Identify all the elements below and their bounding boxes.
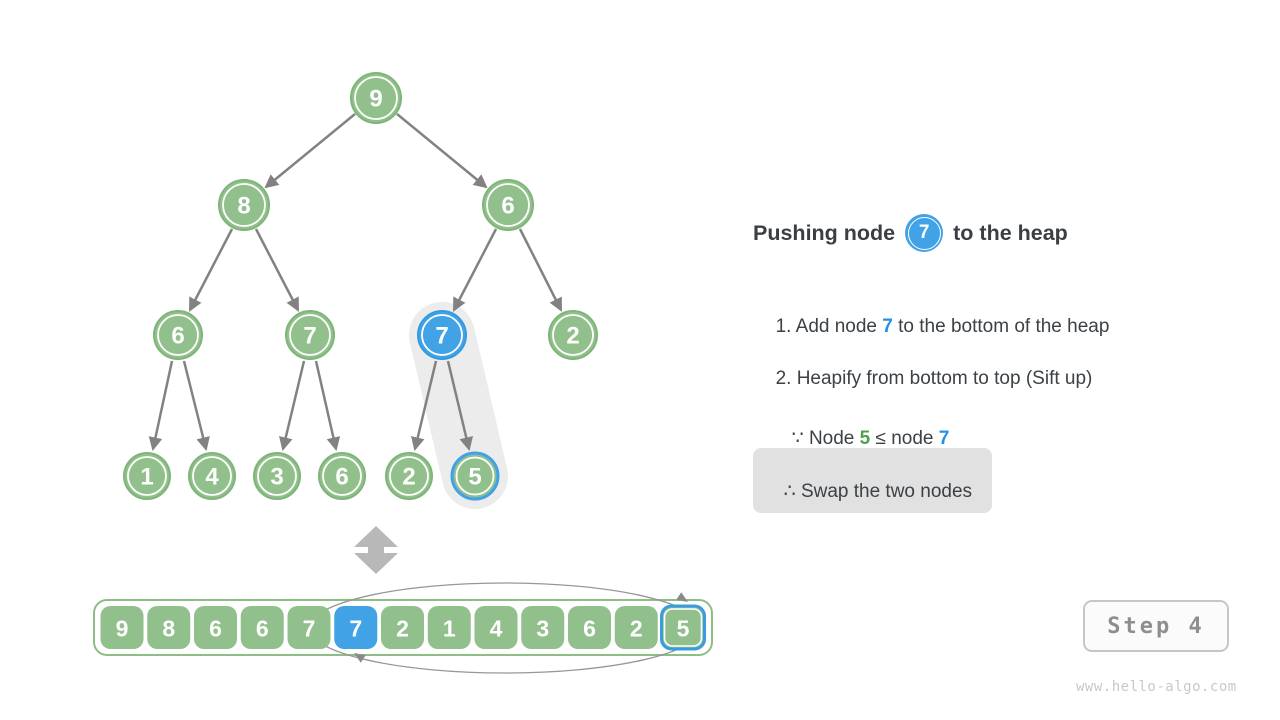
array-cell-6: 2 [381,606,424,649]
tree-node-7-highlighted: 7 [417,310,467,360]
array-cell-9: 3 [521,606,565,649]
title-node-value: 7 [918,222,930,243]
tree-node-value: 3 [270,464,283,491]
title-node-badge: 7 [905,214,944,252]
tree-node-value: 2 [402,464,415,491]
tree-edges [148,113,563,452]
title-suffix: to the heap [953,220,1068,245]
watermark: www.hello-algo.com [1076,679,1237,695]
tree-node-6-l3: 6 [153,310,203,360]
array-cell-value: 2 [396,616,409,642]
step-1-number: 1. [775,316,796,337]
tree-node-value: 6 [501,193,514,220]
step-button[interactable]: Step 4 [1083,600,1229,652]
array-cell-2: 6 [194,606,237,649]
therefore-symbol: ∴ [783,481,801,502]
tree-node-value: 7 [435,323,448,350]
array-cell-value: 6 [209,616,222,642]
tree-node-2-l3: 2 [548,310,598,360]
tree-node-8: 8 [218,179,270,231]
tree-node-9: 9 [350,72,402,124]
because-line: ∵ Node 5 ≤ node 7 [781,405,950,450]
tree-node-value: 6 [171,323,184,350]
title-prefix: Pushing node [753,220,896,245]
array-cell-12-highlighted: 5 [660,604,706,651]
array-cell-value: 8 [162,616,175,642]
tree-node-1: 1 [123,452,171,500]
array-cell-7: 1 [427,606,471,649]
tree-node-value: 6 [335,464,348,491]
step-1-line: 1. Add node 7 to the bottom of the heap [765,294,1110,338]
because-blue-value: 7 [938,428,950,449]
therefore-text: Swap the two nodes [800,481,973,502]
tree-node-6-l4: 6 [318,452,366,500]
tree-array-sync-icon [354,526,398,574]
tree-node-7-l3: 7 [285,310,335,360]
tree-node-3: 3 [253,452,301,500]
tree-node-2-l4: 2 [385,452,433,500]
step-1-node-value: 7 [882,316,893,337]
array-cell-4: 7 [287,606,331,649]
array-cell-value: 2 [630,616,643,642]
array-cell-value: 6 [256,616,269,642]
array-cell-value: 9 [116,616,129,642]
because-green-value: 5 [859,428,871,449]
tree-node-value: 1 [140,464,153,491]
tree-node-value: 7 [303,323,316,350]
therefore-pill: ∴ Swap the two nodes [753,448,993,513]
step-2-number: 2. [775,368,797,389]
because-text-middle: ≤ node [870,428,939,449]
array-cell-value: 3 [536,616,549,642]
tree-node-value: 2 [566,323,579,350]
step-2-line: 2. Heapify from bottom to top (Sift up) [765,346,1093,390]
array-cell-11: 2 [614,606,658,649]
because-text-before: Node [808,428,860,449]
because-symbol: ∵ [791,428,809,449]
tree-node-5-highlighted: 5 [450,451,500,501]
array-cell-value: 5 [677,616,690,642]
array-cell-value: 4 [490,616,503,642]
heap-diagram: 9 8 6 6 7 7 2 1 4 3 6 2 [93,72,713,674]
array-cell-value: 1 [443,616,456,642]
tree-node-value: 4 [205,464,219,491]
array-cell-3: 6 [240,606,284,649]
step-1-text-after: to the bottom of the heap [892,316,1110,337]
tree-node-value: 8 [237,193,250,220]
array-cell-5-highlighted: 7 [334,606,378,649]
tree-node-value: 5 [468,464,481,491]
array-cell-10: 6 [568,606,611,649]
step-2-text: Heapify from bottom to top (Sift up) [796,368,1093,389]
array-cell-value: 7 [349,616,362,642]
step-button-label: Step 4 [1107,613,1205,639]
array-cell-0: 9 [100,606,144,649]
panel-title: Pushing node 7 to the heap [753,214,1068,252]
array-cell-1: 8 [147,606,191,649]
tree-node-4: 4 [188,452,236,500]
array-cell-value: 7 [303,616,316,642]
step-1-text-before: Add node [795,316,883,337]
array-cell-8: 4 [474,606,518,649]
array-cell-value: 6 [583,616,596,642]
tree-node-6-right: 6 [482,179,534,231]
tree-node-value: 9 [369,86,382,113]
